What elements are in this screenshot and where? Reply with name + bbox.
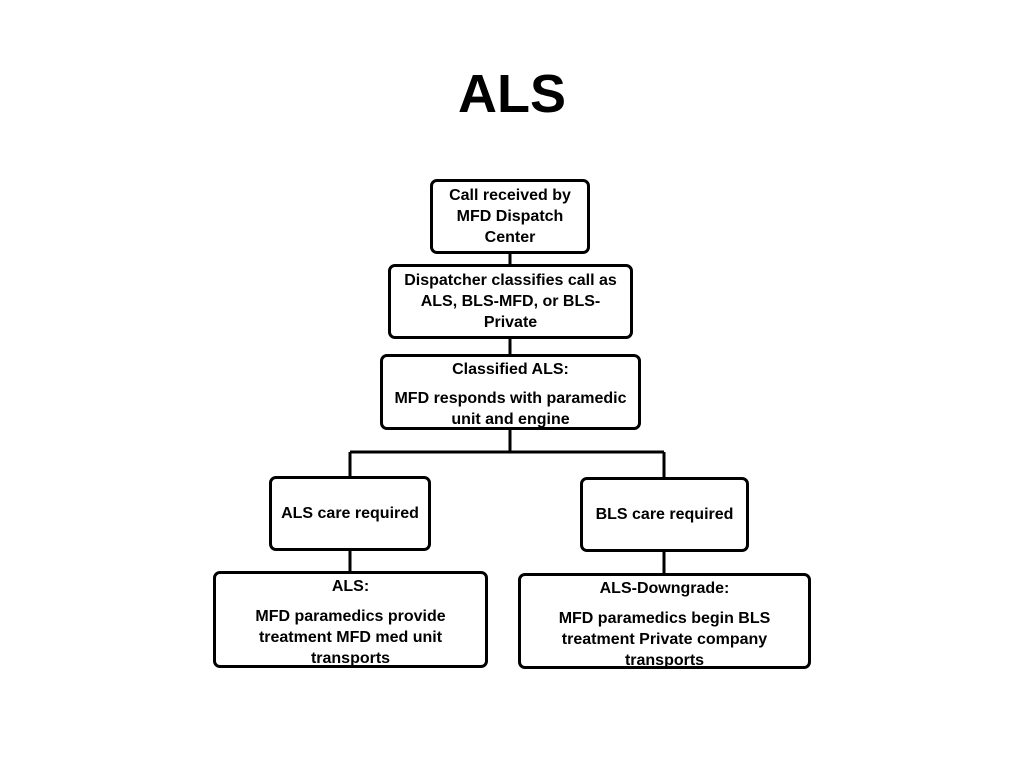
- als-outcome-body: MFD paramedics provide treatment MFD med…: [255, 608, 446, 667]
- als-downgrade-box: ALS-Downgrade: MFD paramedics begin BLS …: [518, 573, 811, 669]
- classified-als-box: Classified ALS: MFD responds with parame…: [380, 354, 641, 430]
- als-outcome-heading: ALS:: [331, 578, 370, 595]
- als-downgrade-heading: ALS-Downgrade:: [599, 580, 730, 597]
- bls-care-box: BLS care required: [580, 477, 749, 552]
- classification-text: Dispatcher classifies call as ALS, BLS-M…: [404, 272, 617, 331]
- classified-als-body: MFD responds with paramedic unit and eng…: [394, 390, 627, 428]
- als-outcome-box: ALS: MFD paramedics provide treatment MF…: [213, 571, 488, 668]
- call-received-box: Call received by MFD Dispatch Center: [430, 179, 590, 254]
- classified-als-heading: Classified ALS:: [452, 361, 569, 378]
- als-care-text: ALS care required: [281, 505, 419, 522]
- classification-box: Dispatcher classifies call as ALS, BLS-M…: [388, 264, 633, 339]
- slide-title: ALS: [458, 64, 566, 124]
- als-downgrade-body: MFD paramedics begin BLS treatment Priva…: [558, 610, 771, 669]
- als-care-box: ALS care required: [269, 476, 431, 551]
- bls-care-text: BLS care required: [595, 506, 734, 523]
- call-received-text: Call received by MFD Dispatch Center: [449, 187, 571, 246]
